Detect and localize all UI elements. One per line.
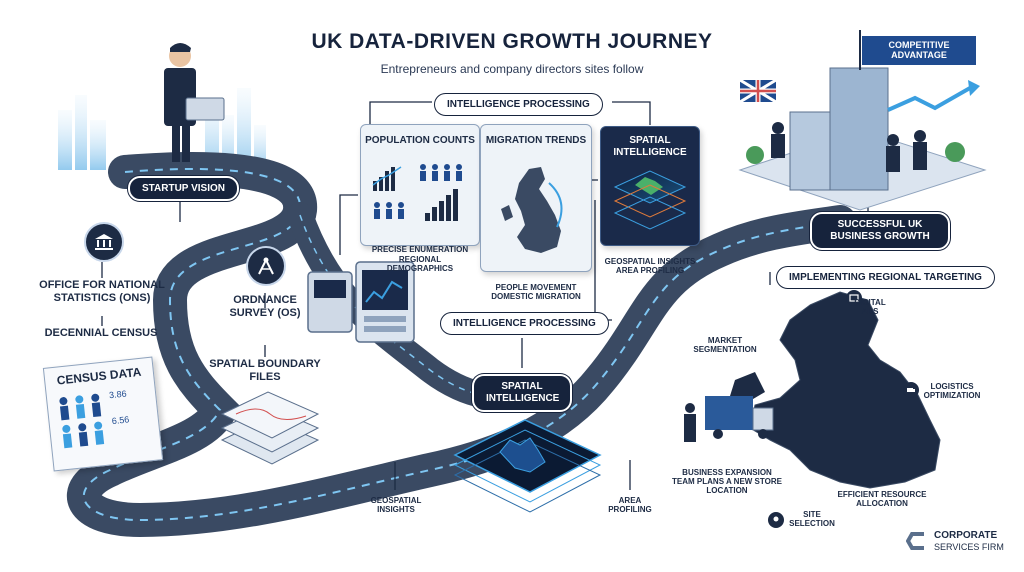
data-centre-graphic bbox=[307, 261, 415, 343]
census-value-2: 6.56 bbox=[111, 414, 130, 427]
population-chart-icon bbox=[372, 164, 462, 221]
spatial-intelligence-card: SPATIAL INTELLIGENCE GEOSPATIAL INSIGHTS… bbox=[600, 126, 700, 275]
census-document: CENSUS DATA 3.86 6.56 bbox=[42, 356, 164, 472]
logo-line2: SERVICES FIRM bbox=[934, 541, 1004, 552]
digital-ads-icon bbox=[846, 290, 862, 306]
population-counts-card: POPULATION COUNTS PRECISE ENUMERATION RE… bbox=[360, 124, 480, 273]
site-selection-label: SITE SELECTION bbox=[789, 510, 835, 529]
ons-label: OFFICE FOR NATIONAL STATISTICS (ONS) bbox=[39, 279, 165, 304]
population-counts-subtitle: PRECISE ENUMERATION REGIONAL DEMOGRAPHIC… bbox=[371, 245, 469, 273]
ordnance-survey-label: ORDNANCE SURVEY (OS) bbox=[229, 294, 301, 319]
company-logo: CORPORATE SERVICES FIRM bbox=[906, 530, 1004, 552]
logo-mark-icon bbox=[906, 532, 924, 550]
bank-icon bbox=[84, 222, 124, 262]
census-data-heading: CENSUS DATA bbox=[56, 364, 142, 388]
truck-graphic bbox=[684, 396, 774, 442]
geospatial-insights-label: GEOSPATIAL INSIGHTS bbox=[370, 496, 422, 515]
business-expansion-label: BUSINESS EXPANSION TEAM PLANS A NEW STOR… bbox=[672, 468, 782, 496]
people-icon bbox=[59, 393, 105, 449]
spatial-intelligence-center-label: SPATIAL INTELLIGENCE bbox=[472, 374, 572, 412]
layer-stack-icon bbox=[613, 170, 687, 230]
market-segmentation-label: MARKET SEGMENTATION bbox=[693, 336, 757, 355]
spatial-intelligence-card-title: SPATIAL INTELLIGENCE bbox=[613, 135, 687, 158]
entrepreneur-graphic bbox=[164, 43, 225, 162]
efficient-resource-label: EFFICIENT RESOURCE ALLOCATION bbox=[837, 490, 927, 509]
area-profiling-label: AREA PROFILING bbox=[608, 496, 652, 515]
digital-ads-label: DIGITAL ADS bbox=[854, 298, 886, 317]
logo-line1: CORPORATE bbox=[934, 530, 998, 542]
migration-trends-title: MIGRATION TRENDS bbox=[485, 135, 587, 146]
census-label: DECENNIAL CENSUS bbox=[44, 327, 158, 339]
uk-map-graphic bbox=[730, 291, 941, 489]
regional-targeting-label: IMPLEMENTING REGIONAL TARGETING bbox=[776, 266, 995, 289]
successful-growth-label: SUCCESSFUL UK BUSINESS GROWTH bbox=[810, 212, 950, 250]
migration-trends-subtitle: PEOPLE MOVEMENT DOMESTIC MIGRATION bbox=[491, 282, 581, 301]
population-counts-title: POPULATION COUNTS bbox=[365, 135, 475, 146]
compass-icon bbox=[246, 246, 286, 286]
page-title: UK DATA-DRIVEN GROWTH JOURNEY bbox=[311, 30, 713, 53]
spatial-platform-graphic bbox=[453, 419, 602, 513]
intelligence-processing-top-label: INTELLIGENCE PROCESSING bbox=[434, 93, 603, 116]
boundary-layers-graphic bbox=[220, 391, 320, 465]
intelligence-processing-mid-label: INTELLIGENCE PROCESSING bbox=[440, 312, 609, 335]
hq-graphic bbox=[738, 67, 987, 211]
spatial-boundary-label: SPATIAL BOUNDARY FILES bbox=[209, 358, 321, 383]
startup-vision-label: STARTUP VISION bbox=[128, 176, 239, 201]
spatial-intelligence-card-subtitle: GEOSPATIAL INSIGHTS AREA PROFILING bbox=[604, 256, 696, 275]
census-value-1: 3.86 bbox=[108, 388, 128, 401]
migration-trends-card: MIGRATION TRENDS PEOPLE MOVEMENT DOMESTI… bbox=[480, 124, 592, 301]
location-pin-icon bbox=[768, 512, 784, 528]
team-graphic bbox=[771, 122, 927, 172]
uk-migration-map-icon bbox=[501, 167, 563, 253]
competitive-advantage-flag: COMPETITIVE ADVANTAGE bbox=[862, 36, 976, 65]
page-subtitle: Entrepreneurs and company directors site… bbox=[380, 62, 644, 76]
logistics-optimization-label: LOGISTICS OPTIMIZATION bbox=[923, 382, 981, 401]
uk-flag-graphic bbox=[739, 78, 777, 104]
logistics-icon bbox=[903, 382, 919, 398]
